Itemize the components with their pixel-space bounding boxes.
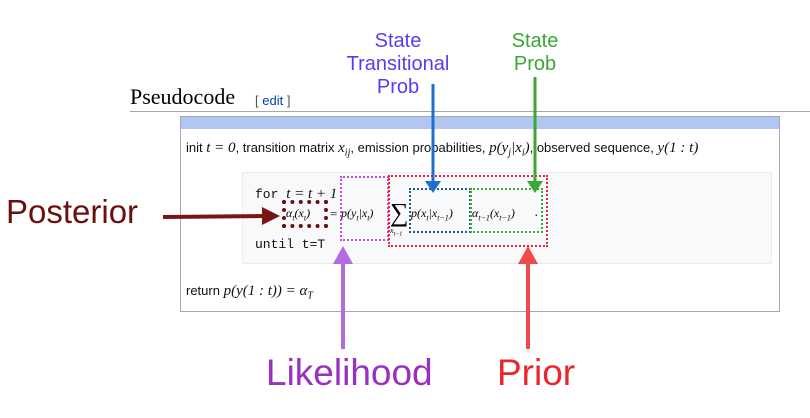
prev-alpha-sub: t−1 — [478, 213, 490, 223]
init-sequence: y(1 : t) — [657, 140, 699, 156]
posterior-highlight-box — [282, 200, 328, 228]
for-line: for t = t + 1 — [255, 186, 337, 203]
edit-bracket-close: ] — [286, 93, 291, 108]
init-text-3: , observed sequence, — [529, 140, 658, 155]
heading-divider — [130, 111, 810, 112]
posterior-arrow-head — [262, 207, 280, 225]
edit-link[interactable]: edit — [262, 93, 284, 108]
prev-alpha-arg: (x — [489, 206, 500, 220]
trans-p: p(x — [411, 206, 427, 220]
state-trans-arrow-head — [425, 181, 441, 193]
return-sub: T — [307, 290, 313, 302]
alpha-symbol: α — [286, 206, 293, 220]
init-text-1: , transition matrix — [235, 140, 339, 155]
likelihood-sub1: t — [356, 213, 359, 223]
sum-sub-var: x — [390, 226, 394, 235]
sum-subscript: xt−1 — [390, 226, 402, 238]
page-title: Pseudocode — [130, 84, 236, 109]
alpha-arg: (x — [294, 206, 304, 220]
alpha-arg-sub: t — [303, 213, 307, 223]
init-t: t = 0 — [206, 140, 236, 156]
algorithm-header-bar — [181, 117, 779, 129]
likelihood-label: Likelihood — [266, 352, 433, 393]
sum-symbol: ∑ — [390, 198, 409, 227]
init-emission-mid: |x — [511, 140, 522, 156]
init-matrix-sub: ij — [344, 147, 351, 159]
prev-alpha-arg-sub: t−1 — [499, 213, 511, 223]
likelihood-close: ) — [369, 206, 374, 220]
prior-highlight-box — [388, 175, 548, 247]
init-emission: p(y — [489, 140, 509, 156]
init-prefix: init — [186, 140, 207, 155]
init-line: init t = 0, transition matrix xij, emiss… — [186, 140, 698, 159]
state-transitional-prob-label: State Transitional Prob — [346, 30, 450, 98]
trans-sub1: t — [426, 213, 429, 223]
transition-term: p(xt|xt−1) — [411, 206, 453, 222]
state-prob-label: State Prob — [511, 30, 559, 75]
init-text-2: , emission probabilities, — [350, 140, 490, 155]
likelihood-mid: |x — [358, 206, 368, 220]
posterior-term: αt(xt) — [286, 206, 310, 222]
init-matrix: x — [338, 140, 345, 156]
init-emission-sub1: j — [508, 147, 512, 159]
state-prob-term: αt−1(xt−1) — [472, 206, 515, 222]
trans-close: ) — [448, 206, 453, 220]
edit-bracket-open: [ — [255, 93, 259, 108]
state-prob-highlight-box — [470, 188, 543, 233]
prior-label: Prior — [497, 352, 576, 393]
trans-mid: |x — [428, 206, 438, 220]
state-prob-arrow-head — [527, 181, 543, 193]
period: . — [535, 204, 539, 219]
return-expression: p(y(1 : t)) = α — [223, 283, 308, 299]
return-prefix: return — [186, 283, 224, 298]
edit-section[interactable]: [ edit ] — [255, 93, 290, 108]
init-emission-close: ) — [524, 140, 530, 156]
prev-alpha-close: ) — [510, 206, 515, 220]
likelihood-p: p(y — [341, 206, 357, 220]
likelihood-arrow-head — [333, 246, 353, 264]
equals-sign: = — [330, 206, 338, 221]
prev-alpha: α — [472, 206, 479, 220]
prior-arrow-head — [518, 246, 538, 264]
alpha-sub: t — [292, 213, 295, 223]
for-expression: t = t + 1 — [286, 186, 338, 202]
posterior-arrow-line — [162, 214, 265, 219]
alpha-arg-close: ) — [306, 206, 311, 220]
for-keyword: for — [255, 187, 287, 202]
sum-sub-index: t−1 — [393, 231, 403, 238]
until-line: until t=T — [255, 237, 326, 252]
posterior-label: Posterior — [6, 193, 139, 230]
likelihood-term: p(yt|xt) — [341, 206, 373, 222]
trans-sub2: t−1 — [437, 213, 449, 223]
return-line: return p(y(1 : t)) = αT — [186, 283, 313, 302]
likelihood-sub2: t — [367, 213, 370, 223]
init-emission-sub2: i — [521, 147, 525, 159]
